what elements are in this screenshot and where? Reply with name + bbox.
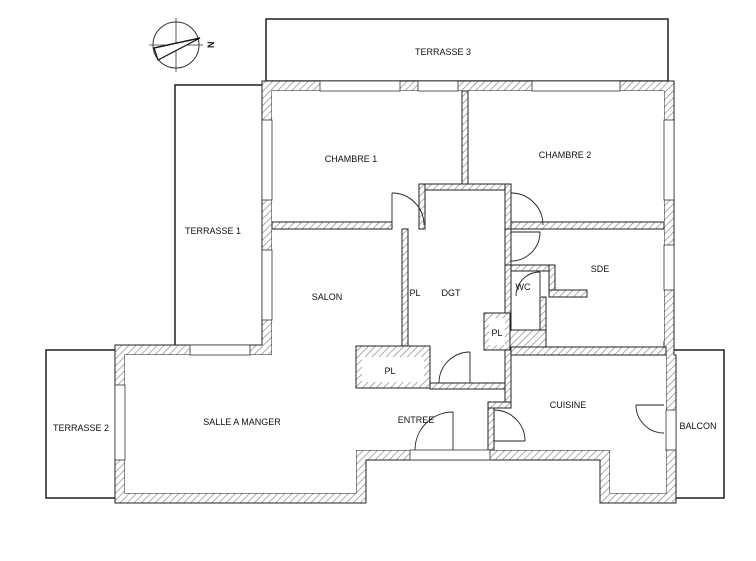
label-terrasse-3: TERRASSE 3 [415,47,471,57]
label-entree: ENTREE [398,415,435,425]
terrasse-3 [265,18,669,82]
windows [114,80,677,461]
interior-walls [271,90,667,451]
label-cuisine: CUISINE [550,400,587,410]
label-terrasse-2: TERRASSE 2 [53,423,109,433]
label-pl-dgt: PL [409,288,420,298]
label-terrasse-1: TERRASSE 1 [185,226,241,236]
label-sde: SDE [591,264,610,274]
label-dgt: DGT [442,288,462,298]
compass-north-label: N [206,42,216,49]
terrasse-2 [45,349,119,499]
label-chambre-1: CHAMBRE 1 [325,154,378,164]
doors [391,192,665,451]
label-pl-wc: PL [491,328,502,338]
label-balcon: BALCON [679,421,716,431]
label-chambre-2: CHAMBRE 2 [539,150,592,160]
label-salle-a-manger: SALLE A MANGER [203,417,281,427]
compass-icon: N [149,18,216,72]
balcon [671,349,725,499]
label-wc: WC [516,282,531,292]
label-pl-salon: PL [384,366,395,376]
terrasse-1 [174,84,266,348]
label-salon: SALON [312,292,343,302]
